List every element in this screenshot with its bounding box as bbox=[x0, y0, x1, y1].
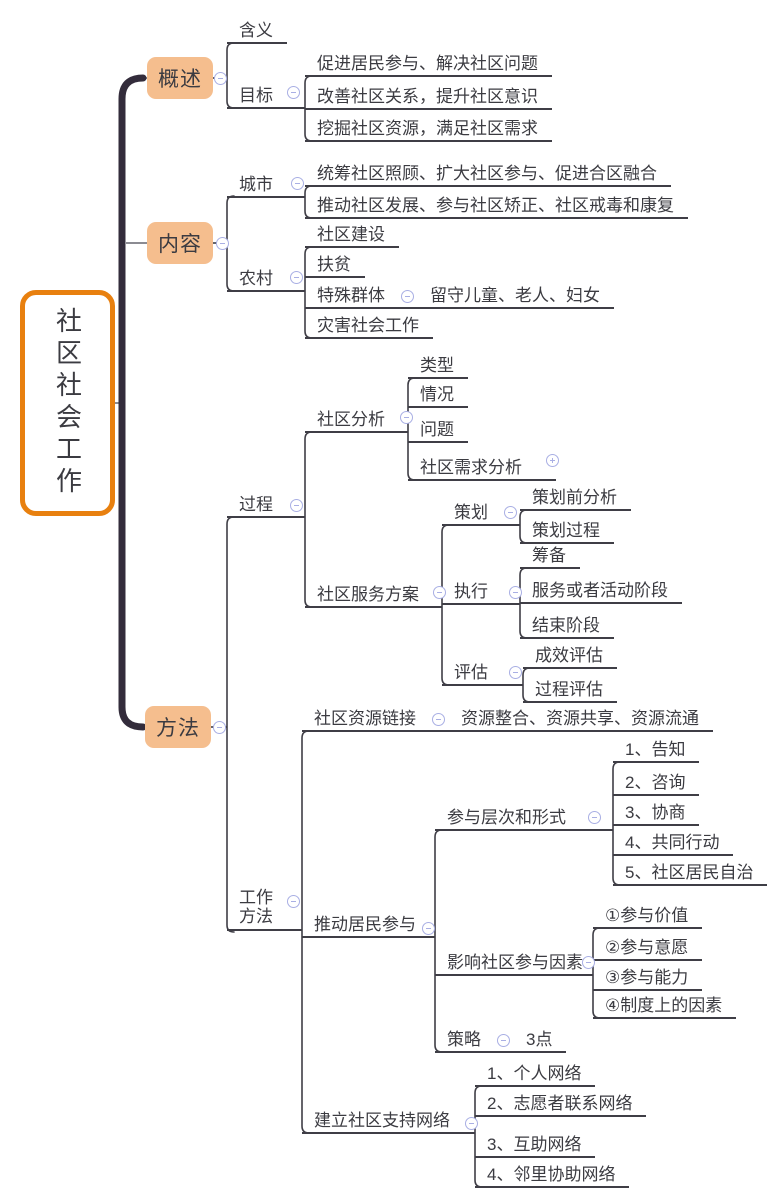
node-rural-disaster[interactable]: 灾害社会工作 bbox=[305, 316, 433, 339]
node-analysis-situation[interactable]: 情况 bbox=[408, 385, 468, 408]
node-eval-process[interactable]: 过程评估 bbox=[523, 680, 617, 703]
collapse-icon[interactable] bbox=[588, 811, 601, 824]
node-rural-special[interactable]: 特殊群体 留守儿童、老人、妇女 bbox=[305, 286, 614, 309]
node-planning-process[interactable]: 策划过程 bbox=[520, 521, 614, 544]
expand-icon[interactable] bbox=[546, 454, 559, 467]
node-goal[interactable]: 目标 bbox=[227, 86, 305, 109]
node-analysis[interactable]: 社区分析 bbox=[305, 410, 408, 433]
node-factor-3[interactable]: ③参与能力 bbox=[593, 968, 703, 991]
node-resource-link-label: 社区资源链接 bbox=[314, 709, 416, 728]
collapse-icon[interactable] bbox=[465, 1117, 478, 1130]
node-planning[interactable]: 策划 bbox=[442, 503, 520, 526]
collapse-icon[interactable] bbox=[291, 177, 304, 190]
node-levels[interactable]: 参与层次和形式 bbox=[435, 808, 613, 831]
node-content-label: 内容 bbox=[158, 233, 202, 256]
node-exec-prepare[interactable]: 筹备 bbox=[520, 546, 580, 569]
node-evaluation[interactable]: 评估 bbox=[442, 663, 523, 686]
node-exec-activity[interactable]: 服务或者活动阶段 bbox=[520, 581, 682, 604]
node-overview-label: 概述 bbox=[158, 68, 202, 91]
node-resource-link[interactable]: 社区资源链接 资源整合、资源共享、资源流通 bbox=[302, 709, 713, 732]
collapse-icon[interactable] bbox=[582, 956, 595, 969]
node-service-plan[interactable]: 社区服务方案 bbox=[305, 585, 442, 608]
node-goal-item-2[interactable]: 改善社区关系，提升社区意识 bbox=[305, 87, 552, 110]
node-network-3[interactable]: 3、互助网络 bbox=[475, 1135, 596, 1158]
node-overview[interactable]: 概述 bbox=[147, 57, 213, 99]
collapse-icon[interactable] bbox=[432, 712, 445, 726]
node-network-2[interactable]: 2、志愿者联系网络 bbox=[475, 1094, 647, 1117]
node-method-label: 方法 bbox=[156, 717, 200, 740]
node-method[interactable]: 方法 bbox=[145, 706, 211, 748]
node-execution[interactable]: 执行 bbox=[442, 582, 520, 605]
node-rural-construction[interactable]: 社区建设 bbox=[305, 225, 399, 248]
node-level-1[interactable]: 1、告知 bbox=[613, 740, 700, 763]
node-analysis-type[interactable]: 类型 bbox=[408, 356, 468, 379]
node-rural-poverty[interactable]: 扶贫 bbox=[305, 255, 365, 278]
collapse-icon[interactable] bbox=[290, 499, 303, 512]
collapse-icon[interactable] bbox=[422, 922, 435, 935]
node-resource-link-detail[interactable]: 资源整合、资源共享、资源流通 bbox=[461, 709, 699, 728]
node-rural-special-detail[interactable]: 留守儿童、老人、妇女 bbox=[430, 286, 600, 305]
node-rural-special-label: 特殊群体 bbox=[317, 286, 385, 305]
collapse-icon[interactable] bbox=[214, 72, 227, 85]
collapse-icon[interactable] bbox=[433, 586, 446, 599]
node-content[interactable]: 内容 bbox=[147, 222, 213, 264]
node-push-participation[interactable]: 推动居民参与 bbox=[302, 915, 435, 938]
node-level-5[interactable]: 5、社区居民自治 bbox=[613, 863, 768, 886]
collapse-icon[interactable] bbox=[509, 666, 522, 679]
collapse-icon[interactable] bbox=[216, 237, 229, 250]
node-analysis-problem[interactable]: 问题 bbox=[408, 420, 468, 443]
node-planning-pre[interactable]: 策划前分析 bbox=[520, 488, 631, 511]
node-strategy-label: 策略 bbox=[447, 1030, 481, 1049]
node-process[interactable]: 过程 bbox=[227, 495, 305, 518]
node-goal-item-3[interactable]: 挖掘社区资源，满足社区需求 bbox=[305, 119, 552, 142]
collapse-icon[interactable] bbox=[509, 586, 522, 599]
node-work-method-label: 工作方法 bbox=[239, 888, 273, 926]
node-factor-2[interactable]: ②参与意愿 bbox=[593, 938, 703, 961]
node-factor-4[interactable]: ④制度上的因素 bbox=[593, 996, 737, 1019]
node-level-3[interactable]: 3、协商 bbox=[613, 803, 700, 826]
node-level-2[interactable]: 2、咨询 bbox=[613, 773, 700, 796]
trunk-line bbox=[118, 74, 147, 731]
collapse-icon[interactable] bbox=[400, 411, 413, 424]
node-meaning[interactable]: 含义 bbox=[227, 21, 287, 44]
node-eval-effect[interactable]: 成效评估 bbox=[523, 646, 617, 669]
node-factors[interactable]: 影响社区参与因素 bbox=[435, 953, 593, 976]
node-strategy-detail[interactable]: 3点 bbox=[526, 1030, 553, 1049]
node-strategy[interactable]: 策略 3点 bbox=[435, 1030, 567, 1053]
node-city[interactable]: 城市 bbox=[227, 175, 305, 198]
collapse-icon[interactable] bbox=[213, 721, 226, 734]
node-network[interactable]: 建立社区支持网络 bbox=[302, 1111, 475, 1134]
node-city-item-2[interactable]: 推动社区发展、参与社区矫正、社区戒毒和康复 bbox=[305, 196, 688, 219]
node-network-4[interactable]: 4、邻里协助网络 bbox=[475, 1165, 630, 1188]
node-goal-item-1[interactable]: 促进居民参与、解决社区问题 bbox=[305, 54, 552, 77]
node-exec-end[interactable]: 结束阶段 bbox=[520, 616, 614, 639]
collapse-icon[interactable] bbox=[497, 1033, 510, 1047]
node-work-method[interactable]: 工作方法 bbox=[227, 888, 302, 931]
collapse-icon[interactable] bbox=[290, 271, 303, 284]
root-node[interactable]: 社区社会工作 bbox=[20, 290, 115, 516]
collapse-icon[interactable] bbox=[504, 506, 517, 519]
collapse-icon[interactable] bbox=[287, 86, 300, 99]
collapse-icon[interactable] bbox=[401, 289, 414, 303]
node-factor-1[interactable]: ①参与价值 bbox=[593, 906, 703, 929]
node-analysis-needs[interactable]: 社区需求分析 bbox=[408, 458, 556, 481]
node-network-1[interactable]: 1、个人网络 bbox=[475, 1064, 596, 1087]
collapse-icon[interactable] bbox=[287, 895, 300, 908]
node-rural[interactable]: 农村 bbox=[227, 269, 305, 292]
node-level-4[interactable]: 4、共同行动 bbox=[613, 833, 734, 856]
root-node-label: 社区社会工作 bbox=[52, 307, 83, 499]
node-city-item-1[interactable]: 统筹社区照顾、扩大社区参与、促进合区融合 bbox=[305, 164, 671, 187]
